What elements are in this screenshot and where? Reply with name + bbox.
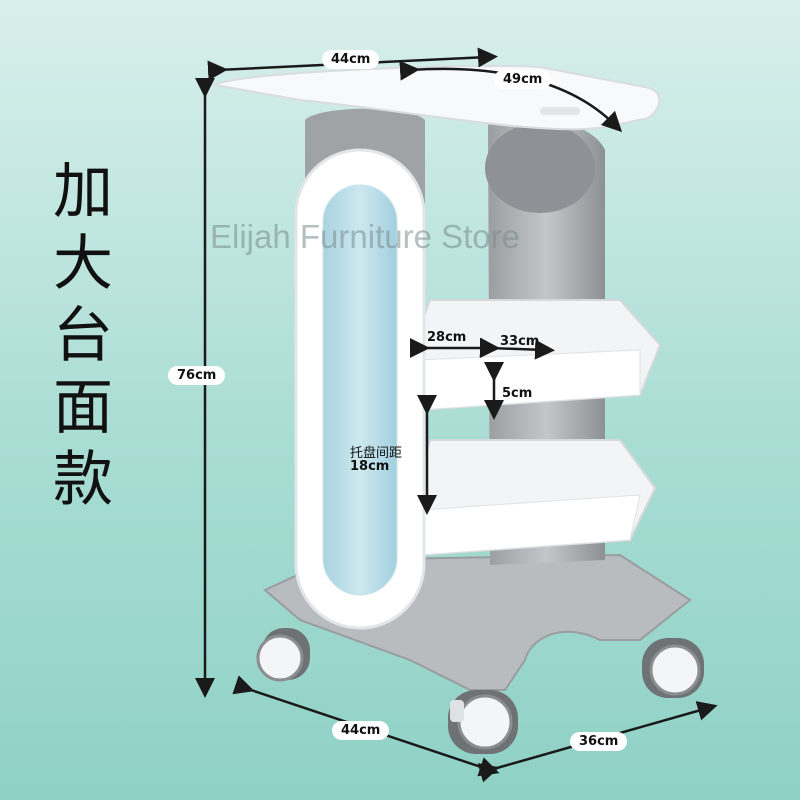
caster-wheel xyxy=(256,628,310,682)
label-top-depth: 49cm xyxy=(494,70,552,89)
product-title-vertical: 加 大 台 面 款 xyxy=(48,158,118,514)
label-base-depth: 36cm xyxy=(570,732,628,751)
label-base-width: 44cm xyxy=(332,721,390,740)
caster-wheel xyxy=(642,638,704,698)
title-char: 款 xyxy=(53,445,113,515)
label-tray-width: 28cm xyxy=(427,330,467,345)
label-tray-spacing: 18cm xyxy=(350,459,390,474)
upper-tray xyxy=(408,299,662,412)
title-char: 台 xyxy=(53,301,113,371)
label-tray-depth: 33cm xyxy=(500,334,540,349)
dim-line-tray-depth xyxy=(479,337,555,360)
front-blue-panel xyxy=(322,184,398,596)
table-top xyxy=(212,65,661,131)
label-height: 76cm xyxy=(168,366,226,385)
label-tray-rim: 5cm xyxy=(502,386,533,401)
title-char: 大 xyxy=(53,229,113,299)
caster-wheel xyxy=(448,690,518,754)
lower-tray xyxy=(410,439,657,557)
title-char: 面 xyxy=(53,373,113,443)
store-watermark: Elijah Furniture Store xyxy=(210,218,520,255)
label-tray-spacing-text: 托盘间距 xyxy=(350,446,403,461)
label-top-width: 44cm xyxy=(322,50,380,69)
title-char: 加 xyxy=(53,157,113,227)
